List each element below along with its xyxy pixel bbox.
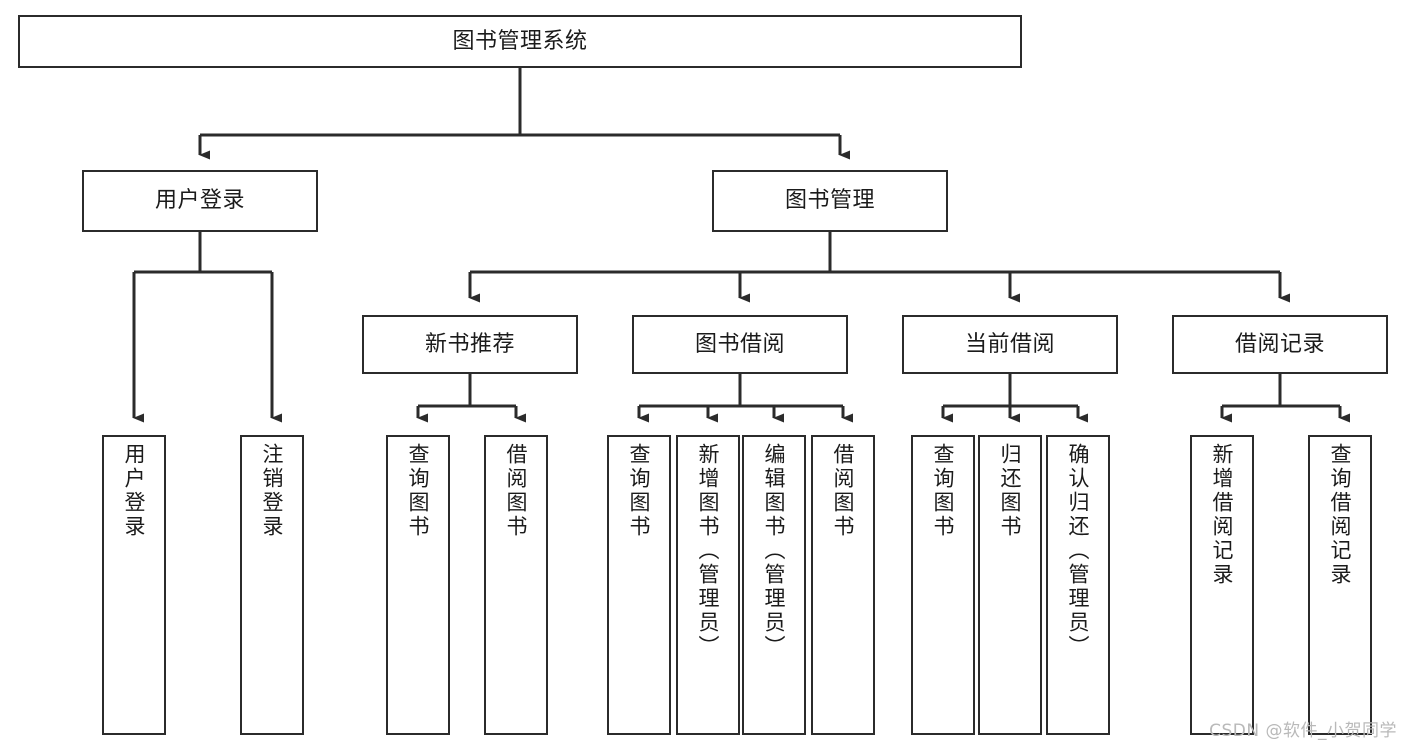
node-new-book-recommendation-label: 新书推荐 [424, 331, 515, 357]
leaf-borrow-book-1-label: 借阅图书 [504, 443, 529, 539]
node-current-borrowing[interactable]: 当前借阅 [902, 315, 1118, 374]
leaf-query-borrow-record[interactable]: 查询借阅记录 [1308, 435, 1372, 735]
leaf-query-book-3[interactable]: 查询图书 [911, 435, 975, 735]
leaf-return-book[interactable]: 归还图书 [978, 435, 1042, 735]
node-new-book-recommendation[interactable]: 新书推荐 [362, 315, 578, 374]
leaf-confirm-return-admin-label: 确认归还（管理员） [1066, 443, 1091, 659]
leaf-query-book-1[interactable]: 查询图书 [386, 435, 450, 735]
node-root[interactable]: 图书管理系统 [18, 15, 1022, 68]
leaf-add-borrow-record-label: 新增借阅记录 [1210, 443, 1235, 587]
node-book-borrowing[interactable]: 图书借阅 [632, 315, 848, 374]
leaf-borrow-book-2[interactable]: 借阅图书 [811, 435, 875, 735]
node-root-label: 图书管理系统 [452, 28, 588, 54]
leaf-user-logout[interactable]: 注销登录 [240, 435, 304, 735]
node-borrowing-record[interactable]: 借阅记录 [1172, 315, 1388, 374]
leaf-edit-book-admin[interactable]: 编辑图书（管理员） [742, 435, 806, 735]
leaf-add-borrow-record[interactable]: 新增借阅记录 [1190, 435, 1254, 735]
leaf-edit-book-admin-label: 编辑图书（管理员） [762, 443, 787, 659]
leaf-user-logout-label: 注销登录 [260, 443, 285, 539]
leaf-add-book-admin[interactable]: 新增图书（管理员） [676, 435, 740, 735]
leaf-query-borrow-record-label: 查询借阅记录 [1328, 443, 1353, 587]
node-book-management[interactable]: 图书管理 [712, 170, 948, 232]
leaf-query-book-1-label: 查询图书 [406, 443, 431, 539]
leaf-confirm-return-admin[interactable]: 确认归还（管理员） [1046, 435, 1110, 735]
node-borrowing-record-label: 借阅记录 [1234, 331, 1325, 357]
leaf-return-book-label: 归还图书 [998, 443, 1023, 539]
node-book-management-label: 图书管理 [784, 188, 875, 214]
leaf-borrow-book-1[interactable]: 借阅图书 [484, 435, 548, 735]
leaf-borrow-book-2-label: 借阅图书 [831, 443, 856, 539]
leaf-user-login[interactable]: 用户登录 [102, 435, 166, 735]
leaf-user-login-label: 用户登录 [122, 443, 147, 539]
leaf-add-book-admin-label: 新增图书（管理员） [696, 443, 721, 659]
node-book-borrowing-label: 图书借阅 [694, 331, 785, 357]
leaf-query-book-2-label: 查询图书 [627, 443, 652, 539]
node-current-borrowing-label: 当前借阅 [964, 331, 1055, 357]
watermark-text: CSDN @软件_小贺同学 [1209, 721, 1397, 741]
node-user-login-label: 用户登录 [154, 188, 245, 214]
node-user-login[interactable]: 用户登录 [82, 170, 318, 232]
leaf-query-book-3-label: 查询图书 [931, 443, 956, 539]
leaf-query-book-2[interactable]: 查询图书 [607, 435, 671, 735]
